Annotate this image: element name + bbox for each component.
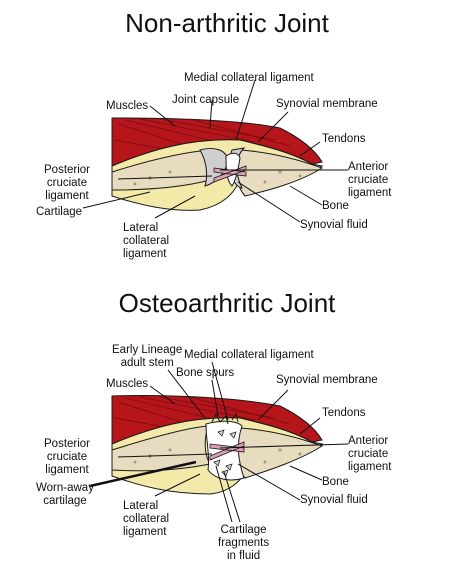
label-posterior-cruciate-ligament: Posterior cruciate ligament <box>44 164 91 202</box>
label-bone: Bone <box>322 200 349 212</box>
cruciate-ligaments-2 <box>209 441 245 461</box>
label-medial-collateral-ligament: Medial collateral ligament <box>184 72 314 84</box>
label-lateral-collateral-ligament-2: Lateral collateral ligament <box>123 500 170 538</box>
label-tendons: Tendons <box>322 133 366 145</box>
label-synovial-membrane: Synovial membrane <box>276 98 378 110</box>
label-synovial-fluid: Synovial fluid <box>300 219 368 231</box>
label-posterior-cruciate-ligament-2: Posterior cruciate ligament <box>44 438 91 476</box>
label-synovial-membrane-2: Synovial membrane <box>276 374 378 386</box>
label-bone-spurs: Bone spurs <box>176 367 235 379</box>
label-medial-collateral-ligament-2: Medial collateral ligament <box>184 349 314 361</box>
label-tendons-2: Tendons <box>322 407 366 419</box>
panel-title-non-arthritic: Non-arthritic Joint <box>125 8 329 38</box>
label-muscles-2: Muscles <box>106 378 149 390</box>
panel-title-osteoarthritic: Osteoarthritic Joint <box>118 288 336 318</box>
non-arthritic-joint-drawing <box>82 79 348 223</box>
label-worn-away-cartilage: Worn-away cartilage <box>36 482 94 507</box>
label-anterior-cruciate-ligament-2: Anterior cruciate ligament <box>348 435 392 473</box>
osteoarthritic-joint-drawing <box>89 361 349 523</box>
label-lateral-collateral-ligament: Lateral collateral ligament <box>123 222 170 260</box>
label-early-lineage-adult-stem: Early Lineage adult stem <box>112 344 183 369</box>
worn-away-cartilage-pointer <box>89 460 197 488</box>
upper-bone-2 <box>111 425 211 472</box>
bone-spurs-shape <box>211 412 239 425</box>
label-synovial-fluid-2: Synovial fluid <box>300 494 368 506</box>
label-cartilage: Cartilage <box>36 206 83 218</box>
label-anterior-cruciate-ligament: Anterior cruciate ligament <box>348 161 392 199</box>
label-cartilage-fragments: Cartilage fragments in fluid <box>218 524 270 562</box>
label-bone-2: Bone <box>322 476 349 488</box>
label-joint-capsule: Joint capsule <box>172 94 240 106</box>
cartilage-fragment-pieces <box>213 429 237 477</box>
label-muscles: Muscles <box>106 100 149 112</box>
